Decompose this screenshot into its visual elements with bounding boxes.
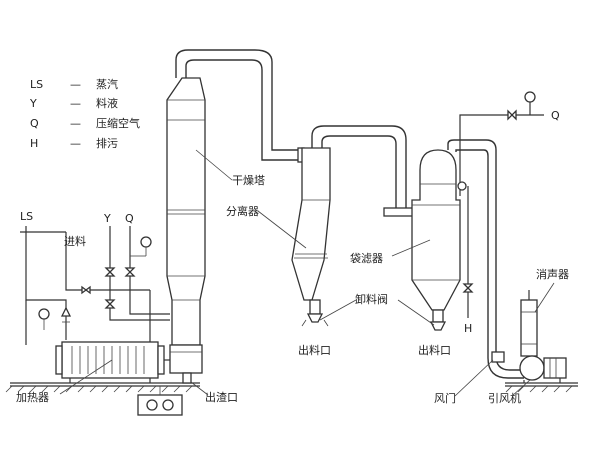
drying-tower-label: 干燥塔 — [232, 174, 265, 187]
legend-name-y: 料液 — [96, 96, 118, 110]
legend-name-q: 压缩空气 — [96, 116, 140, 130]
legend-name-h: 排污 — [96, 136, 118, 150]
line-tag-y: Y — [103, 212, 111, 225]
separator-label: 分离器 — [226, 204, 259, 218]
heater-pointer — [59, 359, 113, 395]
legend-item-h: H — 排污 — [30, 136, 118, 150]
unload-valve-pointer-2 — [397, 299, 435, 326]
filter-to-fan-duct — [447, 139, 524, 379]
fan-label: 引风机 — [488, 391, 521, 405]
silencer — [520, 290, 538, 357]
line-tag-ls: LS — [20, 210, 33, 223]
feed-valve-icon — [104, 267, 116, 309]
ground-line — [5, 382, 200, 393]
separator — [291, 147, 331, 327]
separator-to-filter-pipe — [311, 125, 407, 210]
slag-outlet-label: 出渣口 — [205, 390, 238, 404]
unload-valve-label: 卸料阀 — [355, 292, 388, 306]
air-valve-icon — [124, 267, 136, 277]
bag-filter — [411, 149, 461, 331]
legend-dash-q: — — [70, 117, 81, 130]
steam-valve-icon — [81, 285, 91, 295]
outlet-1-label: 出料口 — [298, 343, 331, 357]
legend-dash-h: — — [70, 137, 81, 150]
drain-line: H — [462, 186, 474, 335]
fan-base — [505, 382, 578, 393]
outlet-2-label: 出料口 — [418, 343, 451, 357]
legend-item-q: Q — 压缩空气 — [30, 116, 140, 130]
slag-outlet: 出渣口 — [182, 372, 238, 404]
air-pressure-gauge-icon — [130, 236, 152, 257]
silencer-label: 消声器 — [536, 267, 569, 281]
drying-tower-pointer — [195, 149, 233, 181]
legend-item-ls: LS — 蒸汽 — [30, 77, 118, 91]
legend-code-ls: LS — [30, 78, 43, 91]
damper-pointer — [454, 359, 494, 397]
heater-label: 加热器 — [16, 391, 49, 404]
line-tag-h: H — [464, 322, 472, 335]
legend-name-ls: 蒸汽 — [96, 77, 118, 91]
legend-dash-ls: — — [70, 78, 81, 91]
legend-code-q: Q — [30, 117, 39, 130]
legend-code-y: Y — [29, 97, 37, 110]
line-tag-q-right: Q — [551, 109, 560, 122]
drain-valve-icon — [462, 283, 474, 293]
steam-pressure-gauge-icon — [38, 308, 50, 330]
filter-inlet-flange — [383, 207, 415, 217]
bag-filter-label: 袋滤器 — [350, 251, 383, 265]
tower-bottom-valves — [137, 386, 183, 416]
drying-tower: 出渣口 — [137, 77, 238, 416]
feed-lines: Y Q 进料 — [64, 212, 170, 321]
induced-draft-fan — [519, 355, 567, 383]
air-valve-right-icon — [507, 109, 517, 121]
pulse-air-line: Q — [457, 91, 560, 196]
heater — [55, 341, 165, 383]
feed-label: 进料 — [64, 234, 86, 248]
line-tag-q-left: Q — [125, 212, 134, 225]
bag-filter-pointer — [391, 239, 431, 257]
air-pressure-gauge-right-icon — [524, 91, 536, 103]
tower-to-separator-pipe — [175, 49, 305, 163]
legend-code-h: H — [30, 137, 38, 150]
damper-label: 风门 — [434, 391, 456, 405]
steam-line: LS — [20, 210, 151, 345]
pulse-valve-icon — [457, 181, 467, 191]
fan-pointer — [511, 379, 531, 397]
silencer-pointer — [534, 282, 555, 313]
legend: LS — 蒸汽 Y — 料液 Q — 压缩空气 H — 排污 — [29, 77, 140, 150]
separator-pointer — [257, 210, 307, 249]
steam-trap-icon — [60, 306, 72, 323]
legend-item-y: Y — 料液 — [29, 96, 118, 110]
legend-dash-y: — — [70, 97, 81, 110]
unload-valve-pointer-1 — [319, 299, 357, 321]
